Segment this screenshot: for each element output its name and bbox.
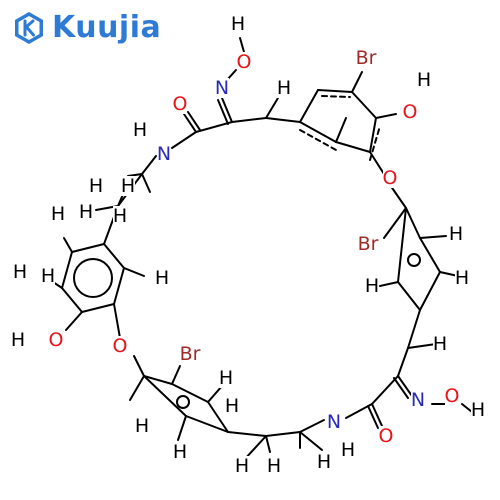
atom-h-h_bl1: H <box>219 367 233 389</box>
atom-o-o_co2: O <box>379 425 394 447</box>
atom-label-bg <box>157 144 171 164</box>
atom-label-bg <box>79 202 93 222</box>
atom-o-o_ox1: O <box>237 51 252 73</box>
atom-label-bg <box>365 276 379 296</box>
atom-n-n_ox2: N <box>411 389 425 411</box>
atom-label-bg <box>267 456 281 476</box>
atom-label-bg <box>471 400 485 420</box>
atom-label-bg <box>173 442 187 462</box>
atom-br-br_bot: Br <box>180 343 201 365</box>
atom-o-o_ox2: O <box>445 385 460 407</box>
atom-h-h_bl3: H <box>135 415 149 437</box>
atom-h-h_ohtop: H <box>417 69 431 91</box>
atom-h-h_ch3: H <box>433 333 447 355</box>
atom-h-h_ox2: H <box>471 399 485 421</box>
logo-text: Kuujia <box>52 10 162 45</box>
atom-h-h_ar1: H <box>51 203 65 225</box>
atom-label-bg <box>13 262 27 282</box>
atom-label-bg <box>354 48 378 68</box>
atom-h-h_ch2b: H <box>121 175 135 197</box>
atom-label-bg <box>89 176 103 196</box>
atom-label-bg <box>277 78 291 98</box>
atom-label-bg <box>449 224 463 244</box>
atom-o-o_ether1: O <box>383 167 398 189</box>
atom-label-bg <box>341 440 355 460</box>
atom-label-bg <box>231 14 245 34</box>
atom-h-h_rr1: H <box>449 223 463 245</box>
atom-label-bg <box>178 344 202 364</box>
atom-o-o_oh2: O <box>49 329 64 351</box>
atom-label-bg <box>225 396 239 416</box>
atom-h-h_ch2a: H <box>89 175 103 197</box>
atom-label-bg <box>379 426 393 446</box>
atom-h-h_ar4: H <box>41 265 55 287</box>
atom-label-bg <box>155 268 169 288</box>
atom-label-bg <box>237 52 251 72</box>
atom-label-bg <box>49 330 63 350</box>
atom-label-bg <box>411 390 425 410</box>
atom-h-h_oh2: H <box>11 329 25 351</box>
atom-label-bg <box>403 102 417 122</box>
atom-h-h_rr3: H <box>365 275 379 297</box>
atom-label-bg <box>383 168 397 188</box>
atom-h-h_ch2d: H <box>113 205 127 227</box>
atom-h-h_b3: H <box>267 455 281 477</box>
atom-label-bg <box>121 176 135 196</box>
atom-n-n_nh1: N <box>157 143 171 165</box>
atom-h-h_b1: H <box>173 441 187 463</box>
atom-label-bg <box>219 368 233 388</box>
atom-h-h_b2: H <box>235 455 249 477</box>
brand-logo: Kuujia <box>12 10 161 45</box>
atom-label-bg <box>135 416 149 436</box>
atom-h-h_ox1: H <box>231 13 245 35</box>
atom-label-bg <box>356 234 380 254</box>
atom-label-bg <box>235 456 249 476</box>
atom-o-o_co1: O <box>173 93 188 115</box>
atom-h-h_nh2: H <box>341 439 355 461</box>
atom-label-bg <box>11 330 25 350</box>
atom-label-bg <box>317 452 331 472</box>
atom-label-bg <box>455 268 469 288</box>
atom-label-bg <box>433 334 447 354</box>
atom-label-bg <box>113 336 127 356</box>
atom-label-bg <box>215 78 229 98</box>
atom-label-bg <box>417 70 431 90</box>
atom-h-h_bl2: H <box>225 395 239 417</box>
atom-h-h_ar3: H <box>155 267 169 289</box>
atom-h-h_rr2: H <box>455 267 469 289</box>
atom-label-bg <box>51 204 65 224</box>
hexagon-k-icon <box>15 11 43 44</box>
atom-label-bg <box>327 412 341 432</box>
atom-label-bg <box>133 120 147 140</box>
atom-h-h_nh1: H <box>133 119 147 141</box>
atom-br-br_right: Br <box>358 233 379 255</box>
atom-h-h_b4: H <box>317 451 331 473</box>
atom-label-bg <box>113 206 127 226</box>
atom-h-h_ch2c: H <box>79 201 93 223</box>
atom-h-h_ch1: H <box>277 77 291 99</box>
atom-o-o_ohtop: O <box>403 101 418 123</box>
atom-o-o_ether2: O <box>113 335 128 357</box>
atom-h-h_ar2: H <box>13 261 27 283</box>
atom-label-bg <box>41 266 55 286</box>
atom-label-bg <box>173 94 187 114</box>
atom-n-n_ox1: N <box>215 77 229 99</box>
atom-label-bg <box>445 386 459 406</box>
atom-br-br_top: Br <box>356 47 377 69</box>
atom-n-n_nh2: N <box>327 411 341 433</box>
